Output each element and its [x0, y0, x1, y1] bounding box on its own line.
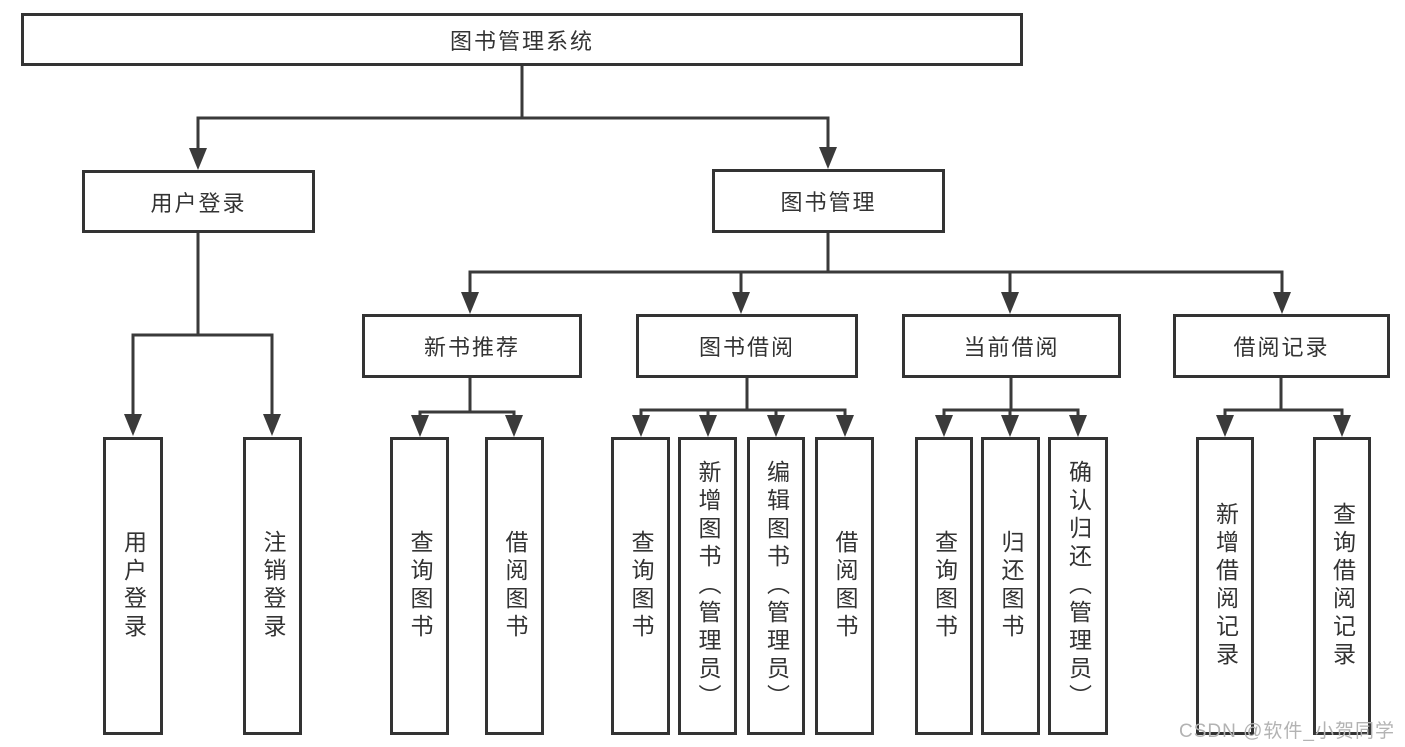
leaf-borrow-query-books-label: 查询图书	[628, 530, 654, 642]
leaf-borrow-books: 借阅图书	[815, 437, 874, 735]
node-book-borrow: 图书借阅	[636, 314, 858, 378]
leaf-add-books-admin: 新增图书（管理员）	[678, 437, 737, 735]
node-user-login-label: 用户登录	[150, 190, 247, 216]
node-current-borrow: 当前借阅	[902, 314, 1121, 378]
leaf-edit-books-admin: 编辑图书（管理员）	[747, 437, 805, 735]
leaf-recommend-query-books-label: 查询图书	[407, 530, 433, 642]
leaf-return-books-label: 归还图书	[998, 530, 1024, 642]
node-current-borrow-label: 当前借阅	[963, 335, 1060, 360]
leaf-recommend-borrow-books-label: 借阅图书	[502, 530, 528, 642]
leaf-recommend-borrow-books: 借阅图书	[485, 437, 544, 735]
leaf-add-books-admin-label: 新增图书（管理员）	[695, 460, 721, 712]
node-new-book-recommend-label: 新书推荐	[423, 335, 520, 360]
leaf-logout-label: 注销登录	[260, 530, 286, 642]
arrowhead-icons	[124, 147, 1351, 437]
leaf-borrow-books-label: 借阅图书	[832, 530, 858, 642]
leaf-borrow-query-books: 查询图书	[611, 437, 670, 735]
leaf-query-borrow-record: 查询借阅记录	[1313, 437, 1371, 735]
leaf-add-borrow-record: 新增借阅记录	[1196, 437, 1254, 735]
node-root-label: 图书管理系统	[449, 28, 594, 54]
leaf-user-login-label: 用户登录	[120, 530, 147, 642]
leaf-current-query-books-label: 查询图书	[931, 530, 958, 642]
node-borrow-records: 借阅记录	[1173, 314, 1390, 378]
leaf-add-borrow-record-label: 新增借阅记录	[1212, 502, 1239, 670]
leaf-current-query-books: 查询图书	[915, 437, 973, 735]
node-book-management: 图书管理	[712, 169, 945, 233]
node-user-login: 用户登录	[82, 170, 315, 233]
watermark: CSDN @软件_小贺同学	[1179, 721, 1395, 742]
node-root-system: 图书管理系统	[21, 13, 1023, 66]
leaf-edit-books-admin-label: 编辑图书（管理员）	[763, 460, 790, 712]
node-borrow-records-label: 借阅记录	[1233, 335, 1330, 360]
leaf-query-borrow-record-label: 查询借阅记录	[1329, 502, 1356, 670]
leaf-recommend-query-books: 查询图书	[390, 437, 449, 735]
node-book-borrow-label: 图书借阅	[698, 335, 795, 360]
leaf-user-login: 用户登录	[103, 437, 163, 735]
leaf-logout: 注销登录	[243, 437, 302, 735]
leaf-confirm-return-admin-label: 确认归还（管理员）	[1065, 460, 1092, 712]
leaf-return-books: 归还图书	[981, 437, 1040, 735]
node-book-management-label: 图书管理	[780, 190, 877, 215]
leaf-confirm-return-admin: 确认归还（管理员）	[1048, 437, 1108, 735]
node-new-book-recommend: 新书推荐	[362, 314, 582, 378]
